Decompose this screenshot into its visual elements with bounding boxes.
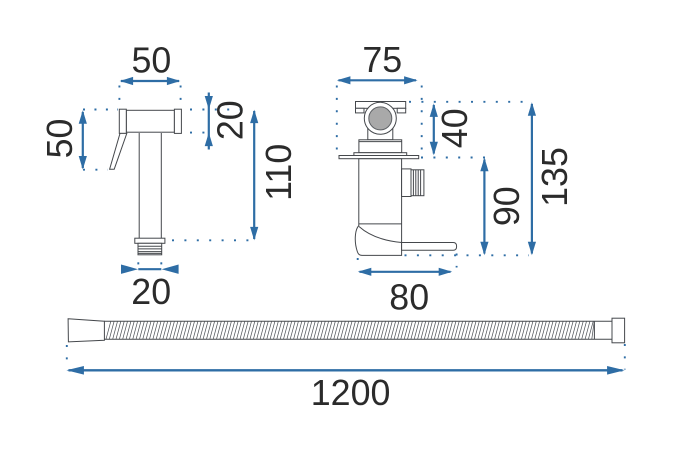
svg-text:110: 110 [259, 144, 299, 201]
svg-text:80: 80 [389, 278, 429, 318]
svg-text:1200: 1200 [311, 373, 391, 413]
svg-text:75: 75 [362, 40, 402, 80]
svg-text:50: 50 [131, 41, 171, 81]
svg-text:40: 40 [435, 108, 475, 148]
svg-text:50: 50 [40, 119, 80, 159]
svg-text:20: 20 [211, 100, 251, 140]
svg-text:135: 135 [535, 147, 575, 207]
svg-text:90: 90 [487, 186, 527, 226]
svg-text:20: 20 [131, 272, 171, 312]
